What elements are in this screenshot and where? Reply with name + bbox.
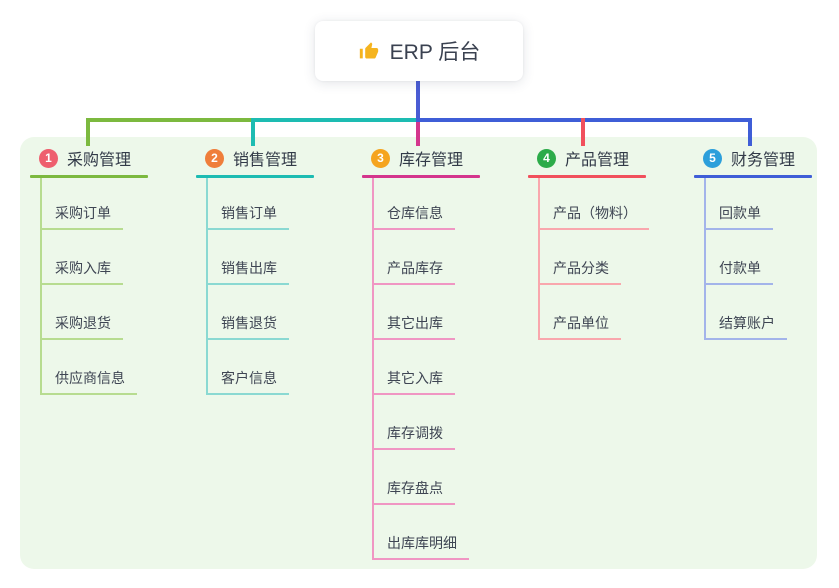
branch-child-spine	[538, 178, 540, 340]
child-node[interactable]: 采购退货	[40, 314, 123, 340]
branch-head-purchase[interactable]: 1 采购管理	[30, 146, 131, 170]
branch-number-badge: 1	[39, 148, 58, 168]
branch-head-finance[interactable]: 5 财务管理	[694, 146, 795, 170]
child-node[interactable]: 库存盘点	[372, 479, 455, 505]
branch-underline	[694, 175, 812, 178]
child-node[interactable]: 出库库明细	[372, 534, 469, 560]
child-node[interactable]: 付款单	[704, 259, 773, 285]
child-node[interactable]: 其它入库	[372, 369, 455, 395]
branch-child-spine	[372, 178, 374, 560]
child-node[interactable]: 供应商信息	[40, 369, 137, 395]
child-node[interactable]: 库存调拨	[372, 424, 455, 450]
branch-drop-line-inventory	[416, 122, 420, 146]
branch-number-badge: 3	[371, 148, 390, 168]
branch-label: 采购管理	[67, 152, 132, 169]
child-node[interactable]: 仓库信息	[372, 204, 455, 230]
child-node[interactable]: 销售退货	[206, 314, 289, 340]
branch-child-spine	[40, 178, 42, 395]
branch-label: 库存管理	[399, 152, 464, 169]
child-node[interactable]: 其它出库	[372, 314, 455, 340]
root-connector-stem	[416, 81, 420, 120]
branch-drop-line-finance	[748, 118, 752, 146]
child-node[interactable]: 采购入库	[40, 259, 123, 285]
branch-number-badge: 4	[537, 148, 556, 168]
branch-head-inventory[interactable]: 3 库存管理	[362, 146, 463, 170]
connector-hline-purchase	[86, 118, 253, 122]
branch-drop-line-product	[581, 118, 585, 146]
child-node[interactable]: 产品（物料）	[538, 204, 649, 230]
branch-underline	[196, 175, 314, 178]
branch-head-product[interactable]: 4 产品管理	[528, 146, 629, 170]
branch-child-spine	[704, 178, 706, 340]
branch-underline	[362, 175, 480, 178]
branch-label: 财务管理	[731, 152, 796, 169]
branch-label: 产品管理	[565, 152, 630, 169]
branch-sales: 2 销售管理 销售订单 销售出库 销售退货 客户信息	[196, 0, 326, 588]
branch-inventory: 3 库存管理 仓库信息 产品库存 其它出库 其它入库 库存调拨 库存盘点 出库库…	[362, 0, 492, 588]
child-node[interactable]: 销售出库	[206, 259, 289, 285]
branch-underline	[528, 175, 646, 178]
branch-child-spine	[206, 178, 208, 395]
branch-label: 销售管理	[233, 152, 298, 169]
branch-underline	[30, 175, 148, 178]
child-node[interactable]: 回款单	[704, 204, 773, 230]
root-label: ERP 后台	[389, 41, 481, 64]
branch-purchase: 1 采购管理 采购订单 采购入库 采购退货 供应商信息	[30, 0, 160, 588]
branch-drop-line-sales	[251, 118, 255, 146]
branch-product: 4 产品管理 产品（物料） 产品分类 产品单位	[528, 0, 658, 588]
child-node[interactable]: 产品单位	[538, 314, 621, 340]
connector-hline-sales	[253, 118, 416, 122]
branch-number-badge: 2	[205, 148, 224, 168]
child-node[interactable]: 采购订单	[40, 204, 123, 230]
child-node[interactable]: 客户信息	[206, 369, 289, 395]
root-node[interactable]: ERP 后台	[315, 21, 523, 81]
branch-head-sales[interactable]: 2 销售管理	[196, 146, 297, 170]
child-node[interactable]: 产品分类	[538, 259, 621, 285]
branch-drop-line-purchase	[86, 118, 90, 146]
child-node[interactable]: 销售订单	[206, 204, 289, 230]
branch-finance: 5 财务管理 回款单 付款单 结算账户	[694, 0, 824, 588]
thumbs-up-icon	[358, 40, 380, 62]
child-node[interactable]: 产品库存	[372, 259, 455, 285]
branch-number-badge: 5	[703, 148, 722, 168]
child-node[interactable]: 结算账户	[704, 314, 787, 340]
mindmap-background-panel	[20, 137, 817, 569]
